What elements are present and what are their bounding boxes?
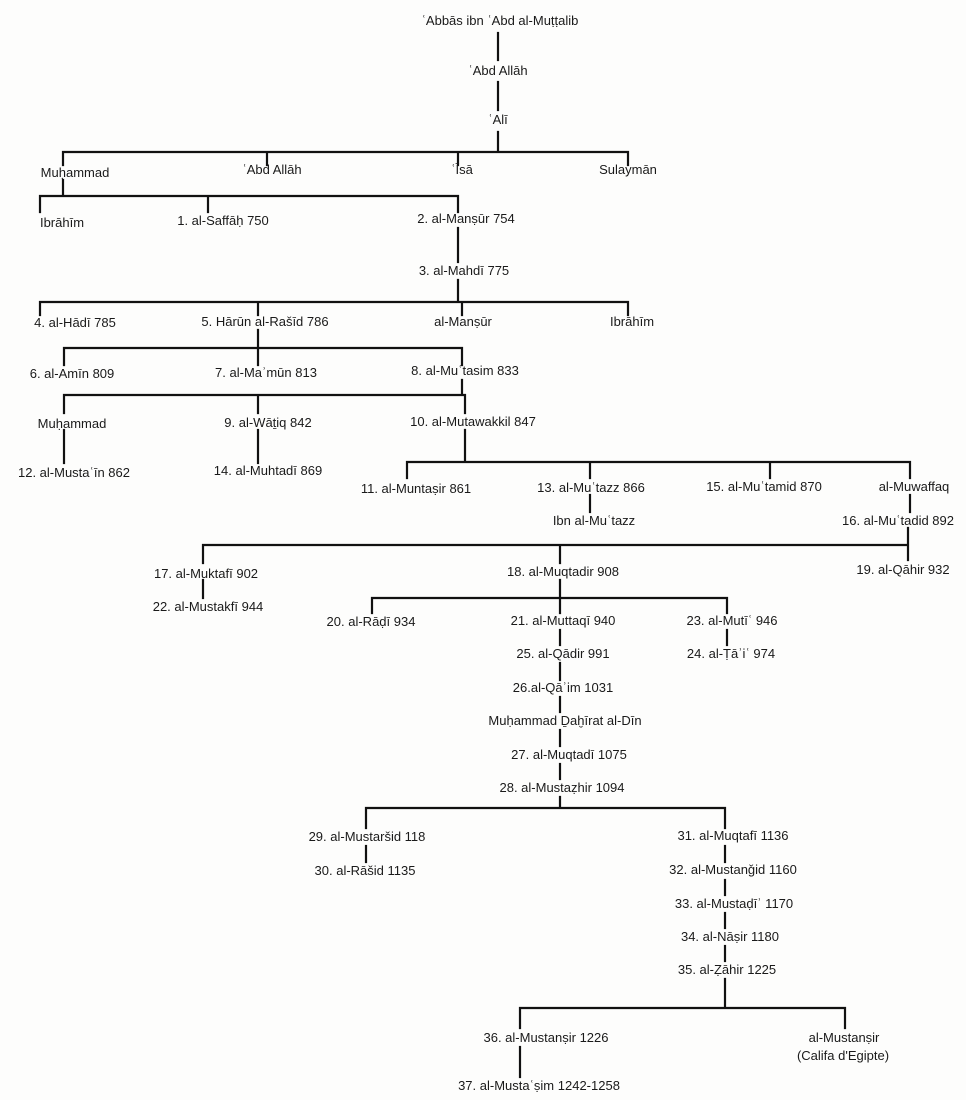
node-ibn-al-mutazz: Ibn al-Muʿtazz [553, 513, 635, 528]
edge-zahir-sons [518, 977, 847, 1030]
node-rashid: 30. al-Rāšid 1135 [315, 863, 416, 878]
node-mustain: 12. al-Mustaʿīn 862 [18, 465, 130, 480]
node-harun: 5. Hārūn al-Rašīd 786 [201, 314, 328, 329]
edge-mutawakkil-sons [405, 428, 912, 480]
node-mustanjid: 32. al-Mustanǧid 1160 [669, 862, 797, 877]
edge-ali-sons [61, 130, 630, 167]
node-mutazz: 13. al-Muʿtazz 866 [537, 480, 645, 495]
node-mustansir-1: 36. al-Mustanṣir 1226 [483, 1030, 608, 1045]
node-mutamid: 15. al-Muʿtamid 870 [706, 479, 822, 494]
node-ali: ʿAlī [488, 112, 508, 127]
node-muqtadi: 27. al-Muqtadī 1075 [511, 747, 627, 762]
node-hadi: 4. al-Hādī 785 [34, 315, 116, 330]
node-isa: ʿĪsā [451, 162, 473, 177]
node-mustazhir: 28. al-Mustaẓhir 1094 [499, 780, 624, 795]
node-qaim: 26.al-Qāʾim 1031 [513, 680, 613, 695]
node-abbas: ʿAbbās ibn ʿAbd al-Muṭṭalib [422, 13, 579, 28]
tree-nodes: ʿAbbās ibn ʿAbd al-Muṭṭalib ʿAbd Allāh ʿ… [18, 13, 954, 1093]
node-radi: 20. al-Rāḍī 934 [327, 614, 416, 629]
edge-mahdi-sons [38, 278, 630, 317]
node-mustasim: 37. al-Mustaʿṣim 1242-1258 [458, 1078, 620, 1093]
edge-mustazhir-sons [364, 795, 727, 830]
node-mustadi: 33. al-Mustaḍīʾ 1170 [675, 896, 793, 911]
node-muhammad-1: Muḥammad [41, 165, 110, 180]
node-mutadid: 16. al-Muʿtadid 892 [842, 513, 954, 528]
node-sulayman: Sulaymān [599, 162, 657, 177]
node-abd-allah-1: ʿAbd Allāh [468, 63, 527, 78]
node-muqtafi: 31. al-Muqtafī 1136 [677, 828, 788, 843]
node-muntasir: 11. al-Muntaṣir 861 [361, 481, 471, 496]
node-mustansir-2: al-Mustanṣir [809, 1030, 880, 1045]
node-muwaffaq: al-Muwaffaq [879, 479, 950, 494]
node-qahir: 19. al-Qāhir 932 [856, 562, 949, 577]
node-califa-egipte: (Califa d'Egipte) [797, 1048, 889, 1063]
node-ibrahim-2: Ibrāhīm [610, 314, 654, 329]
node-muhtadi: 14. al-Muhtadī 869 [214, 463, 322, 478]
node-mustakfi: 22. al-Mustakfī 944 [153, 599, 264, 614]
edge-mutadid-sons [201, 526, 910, 565]
node-nasir: 34. al-Nāṣir 1180 [681, 929, 779, 944]
node-muttaqi: 21. al-Muttaqī 940 [511, 613, 616, 628]
node-amin: 6. al-Amīn 809 [30, 366, 115, 381]
node-mustarshid: 29. al-Mustaršid 118 [309, 829, 426, 844]
tree-connectors [38, 31, 912, 1079]
node-mutasim: 8. al-Muʿtasim 833 [411, 363, 519, 378]
node-muqtadir: 18. al-Muqtadir 908 [507, 564, 619, 579]
node-muhammad-2: Muḥammad [38, 416, 107, 431]
node-abd-allah-2: ʿAbd Allāh [242, 162, 301, 177]
node-dahira: Muḥammad Ḏaḫīrat al-Dīn [488, 713, 641, 728]
node-qadir: 25. al-Qādir 991 [516, 646, 609, 661]
node-mansur: 2. al-Manṣūr 754 [417, 211, 515, 226]
node-mutawakkil: 10. al-Mutawakkil 847 [410, 414, 536, 429]
node-mahdi: 3. al-Mahdī 775 [419, 263, 509, 278]
node-muktafi: 17. al-Muktafī 902 [154, 566, 258, 581]
node-mamun: 7. al-Maʾmūn 813 [215, 365, 317, 380]
node-saffah: 1. al-Saffāḥ 750 [177, 213, 269, 228]
node-muti: 23. al-Mutīʿ 946 [686, 613, 777, 628]
node-wathiq: 9. al-Wāṯiq 842 [224, 415, 311, 430]
node-ibrahim-1: Ibrāhīm [40, 215, 84, 230]
edge-harun-sons [62, 328, 464, 367]
edge-muhammad-sons [38, 178, 460, 214]
node-tai: 24. al-Ṭāʾiʿ 974 [687, 646, 775, 661]
edge-muqtadir-sons [370, 578, 729, 615]
node-zahir: 35. al-Ẓāhir 1225 [678, 962, 776, 977]
node-al-mansur: al-Manṣūr [434, 314, 492, 329]
edge-mutasim-sons [62, 378, 467, 415]
